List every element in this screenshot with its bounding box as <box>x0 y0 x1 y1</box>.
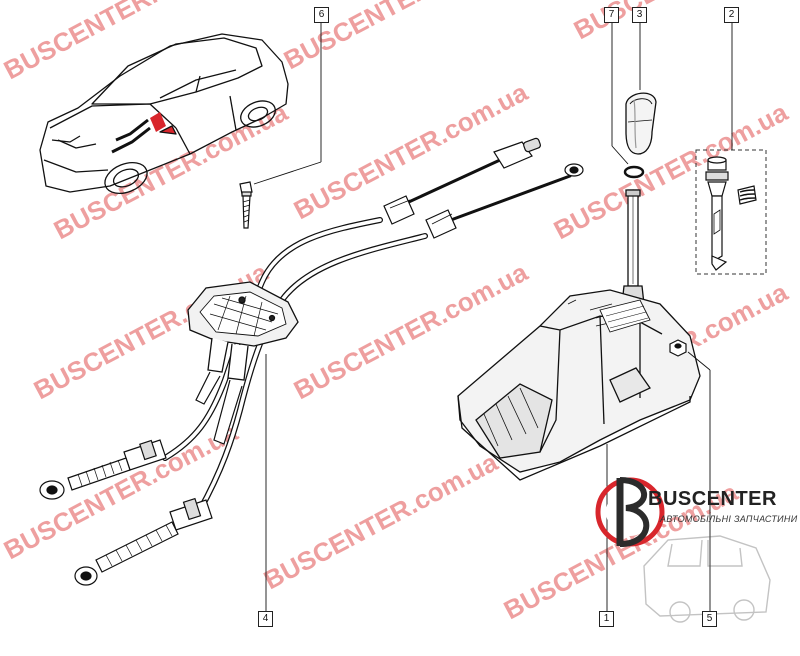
shift-base-part <box>457 289 701 481</box>
cable-bracket-part <box>187 281 299 381</box>
leader-lines <box>253 22 733 612</box>
callout-1: 1 <box>599 611 614 627</box>
callout-5: 5 <box>702 611 717 627</box>
watermark-text: BUSCENTER.com.ua <box>0 416 243 565</box>
bolt-part <box>239 181 253 229</box>
logo-subtitle-text: АВТОМОБІЛЬНІ ЗАПЧАСТИНИ <box>660 514 798 524</box>
callout-6: 6 <box>314 7 329 23</box>
callout-4: 4 <box>258 611 273 627</box>
callout-2: 2 <box>724 7 739 23</box>
nut-part <box>669 339 687 357</box>
callout-7: 7 <box>604 7 619 23</box>
logo-brand-text: BUSCENTER <box>648 488 777 510</box>
car-illustration <box>39 33 289 195</box>
buscenter-logo <box>595 477 771 623</box>
watermark-layer: BUSCENTER.com.ua BUSCENTER.com.ua BUSCEN… <box>0 0 800 625</box>
cable-end-fittings-top <box>383 137 584 239</box>
pin-kit-part <box>695 149 767 275</box>
watermark-text: BUSCENTER.com.ua <box>259 446 503 595</box>
ring-part <box>623 165 645 179</box>
cable-ends-lower <box>39 371 243 586</box>
watermark-text: BUSCENTER.com.ua <box>549 96 793 245</box>
callout-3: 3 <box>632 7 647 23</box>
car-highlight <box>111 112 166 154</box>
gear-knob-part <box>625 92 657 155</box>
